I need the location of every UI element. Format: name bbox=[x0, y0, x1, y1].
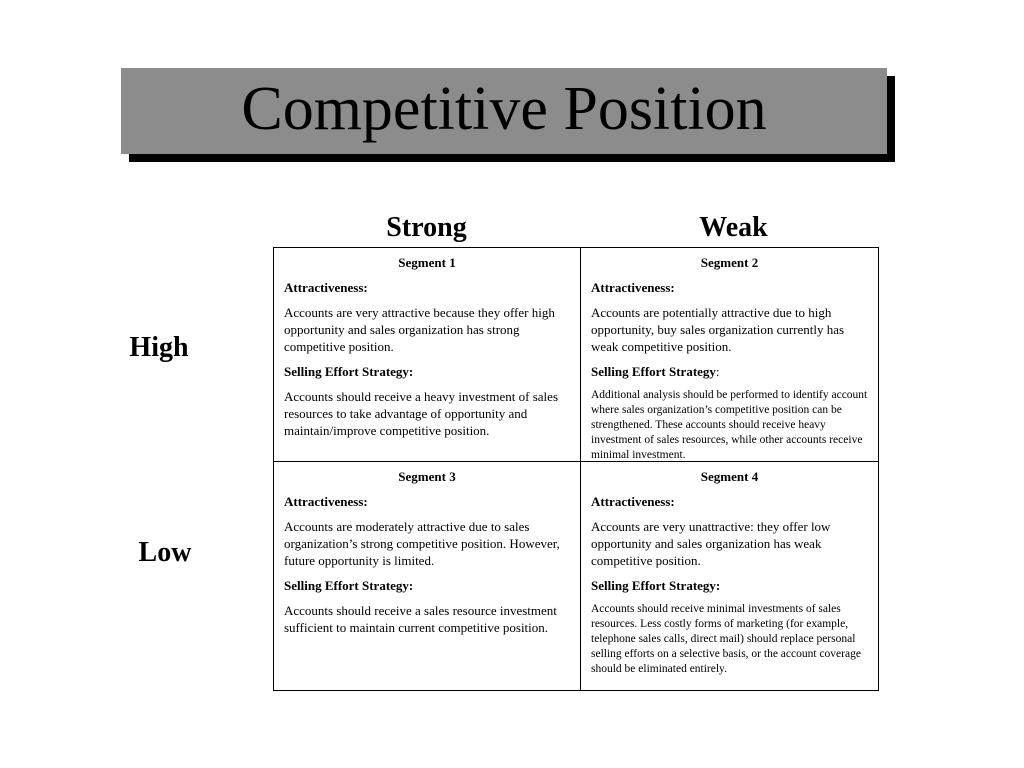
segment-title: Segment 2 bbox=[700, 255, 759, 270]
title-banner: Competitive Position bbox=[121, 68, 887, 154]
attractiveness-label: Attractiveness: bbox=[591, 494, 675, 509]
strategy-label: Selling Effort Strategy bbox=[591, 364, 716, 379]
page-title: Competitive Position bbox=[241, 75, 767, 143]
attractiveness-text: Accounts are moderately attractive due t… bbox=[284, 519, 560, 568]
strategy-label-line: Selling Effort Strategy: bbox=[591, 363, 868, 380]
strategy-text: Accounts should receive minimal investme… bbox=[591, 603, 861, 675]
strategy-colon: : bbox=[715, 364, 720, 379]
segment-title: Segment 4 bbox=[700, 469, 759, 484]
strategy-text: Accounts should receive a heavy investme… bbox=[284, 389, 558, 438]
segment-matrix: Segment 1 Attractiveness: Accounts are v… bbox=[273, 247, 879, 691]
segment-1-cell: Segment 1 Attractiveness: Accounts are v… bbox=[274, 248, 581, 462]
attractiveness-text: Accounts are very attractive because the… bbox=[284, 305, 555, 354]
segment-4-cell: Segment 4 Attractiveness: Accounts are v… bbox=[581, 462, 878, 690]
row-header-high: High bbox=[129, 332, 189, 363]
column-header-weak: Weak bbox=[699, 212, 768, 243]
segment-3-cell: Segment 3 Attractiveness: Accounts are m… bbox=[274, 462, 581, 690]
attractiveness-label: Attractiveness: bbox=[284, 494, 368, 509]
strategy-text: Additional analysis should be performed … bbox=[591, 389, 868, 461]
attractiveness-label: Attractiveness: bbox=[284, 280, 368, 295]
segment-title: Segment 3 bbox=[398, 469, 456, 484]
strategy-label: Selling Effort Strategy: bbox=[284, 364, 414, 379]
segment-title: Segment 1 bbox=[398, 255, 456, 270]
attractiveness-text: Accounts are potentially attractive due … bbox=[591, 305, 845, 354]
segment-2-cell: Segment 2 Attractiveness: Accounts are p… bbox=[581, 248, 878, 462]
attractiveness-text: Accounts are very unattractive: they off… bbox=[591, 519, 831, 568]
column-header-strong: Strong bbox=[386, 212, 467, 243]
strategy-text: Accounts should receive a sales resource… bbox=[284, 603, 557, 635]
strategy-label: Selling Effort Strategy: bbox=[284, 578, 414, 593]
strategy-label: Selling Effort Strategy: bbox=[591, 578, 721, 593]
row-header-low: Low bbox=[138, 537, 192, 568]
attractiveness-label: Attractiveness: bbox=[591, 280, 675, 295]
